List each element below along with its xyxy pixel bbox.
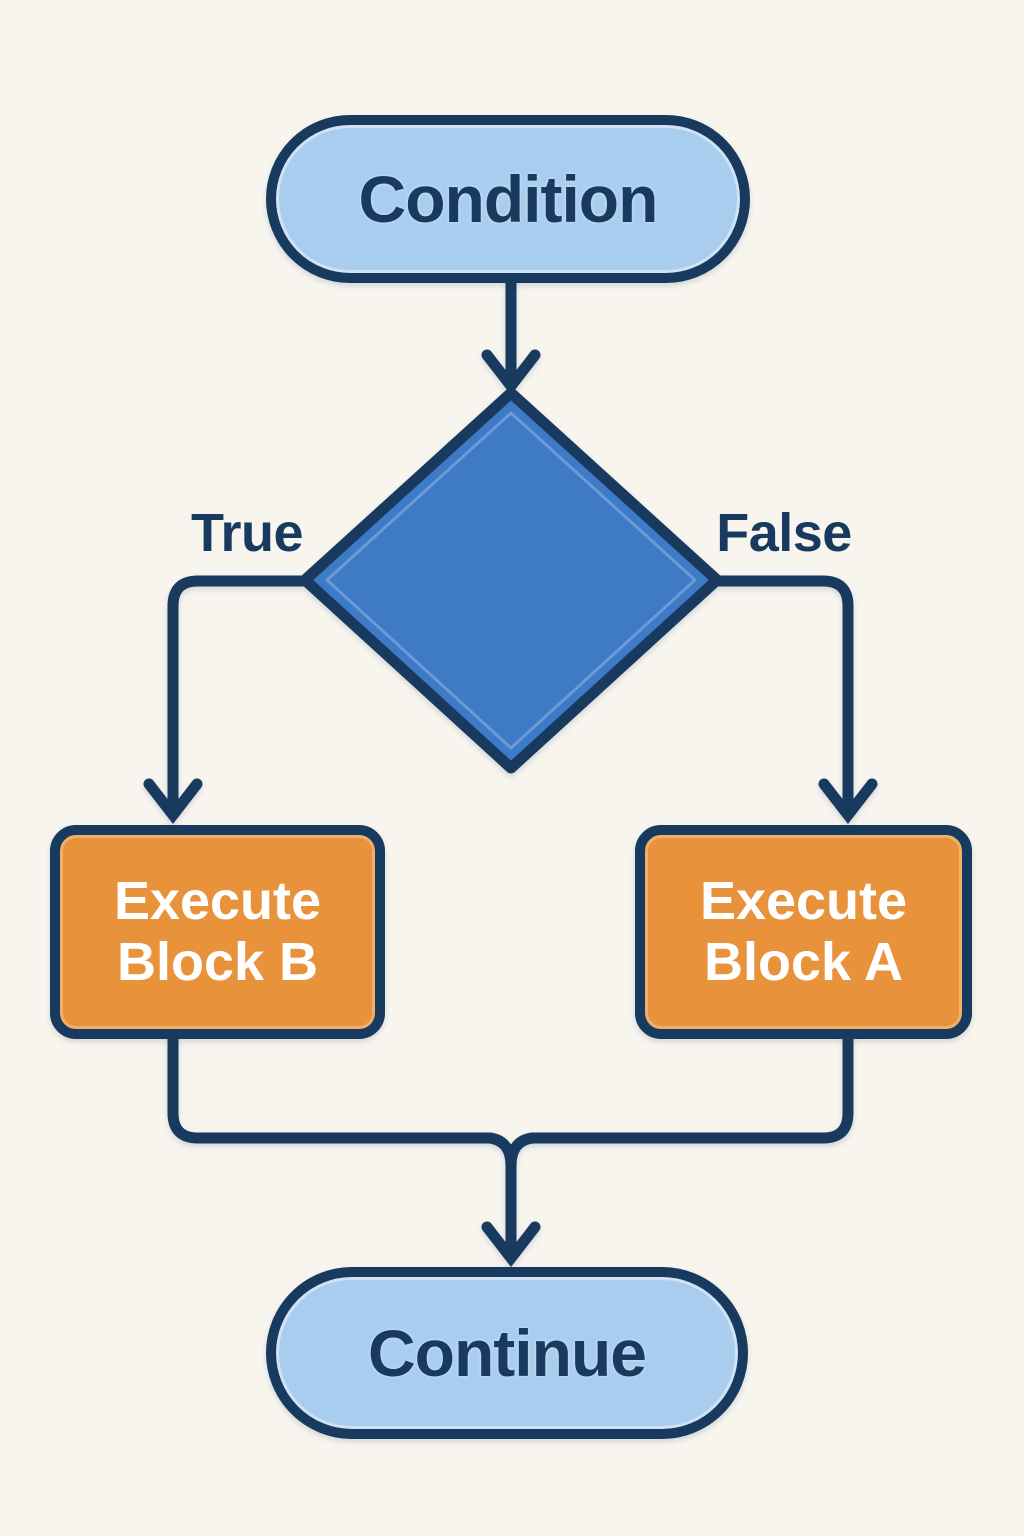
decision-diamond-highlight xyxy=(325,411,697,750)
edge-true-branch xyxy=(167,575,311,818)
node-execute-block-a-line1: Execute xyxy=(699,871,908,931)
edge-label-false-text: False xyxy=(716,503,852,563)
decision-diamond xyxy=(299,387,723,774)
node-execute-block-a-line2: Block A xyxy=(703,932,904,992)
edge-merge-from-block-b xyxy=(167,1031,517,1258)
node-condition-label: Condition xyxy=(358,162,659,236)
edge-false-branch xyxy=(711,575,854,818)
arrowhead-into-decision-icon xyxy=(481,349,541,395)
edge-label-true-text: True xyxy=(190,503,304,563)
node-continue: Continue xyxy=(266,1267,748,1439)
node-continue-label: Continue xyxy=(368,1316,647,1390)
edge-merge-from-block-a xyxy=(505,1031,854,1172)
edge-label-true: True xyxy=(147,502,347,564)
node-execute-block-a: Execute Block A xyxy=(635,825,972,1039)
node-execute-block-b-line1: Execute xyxy=(113,871,322,931)
node-execute-block-b: Execute Block B xyxy=(50,825,385,1039)
arrowhead-into-continue-icon xyxy=(481,1221,541,1267)
arrowhead-into-block-a-icon xyxy=(818,778,878,824)
node-condition: Condition xyxy=(266,115,750,283)
edge-label-false: False xyxy=(684,502,884,564)
arrowhead-into-block-b-icon xyxy=(143,778,203,824)
node-execute-block-b-line2: Block B xyxy=(116,932,319,992)
